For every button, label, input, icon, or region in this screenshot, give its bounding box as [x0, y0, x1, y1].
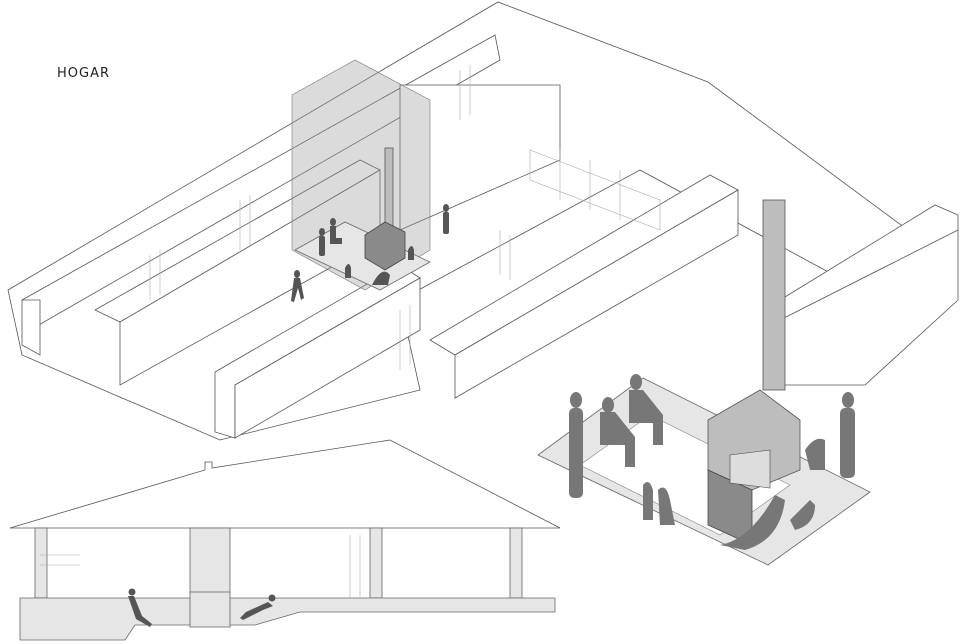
people — [291, 204, 449, 302]
wall-end — [21, 299, 41, 356]
detail-fire — [729, 449, 771, 489]
roof-outline — [7, 1, 956, 441]
diagram-title: HOGAR — [57, 66, 111, 81]
section — [9, 439, 561, 641]
fireplace — [364, 221, 406, 271]
section-wall-left — [34, 527, 48, 599]
slats — [149, 65, 621, 370]
patio-frame — [529, 149, 661, 231]
hearth-detail — [537, 199, 959, 566]
chimney — [384, 147, 394, 229]
hearth-platform — [294, 221, 431, 291]
south-wall-face — [234, 277, 421, 439]
detail-people — [569, 374, 855, 550]
detail-chimney — [762, 199, 786, 391]
east-wall-face — [454, 189, 739, 399]
axonometric-house — [7, 1, 956, 441]
section-chimney — [189, 527, 231, 594]
section-wall-right — [509, 527, 523, 599]
section-fireplace — [189, 591, 231, 628]
section-people — [128, 588, 276, 627]
section-wall-mid — [369, 527, 383, 599]
